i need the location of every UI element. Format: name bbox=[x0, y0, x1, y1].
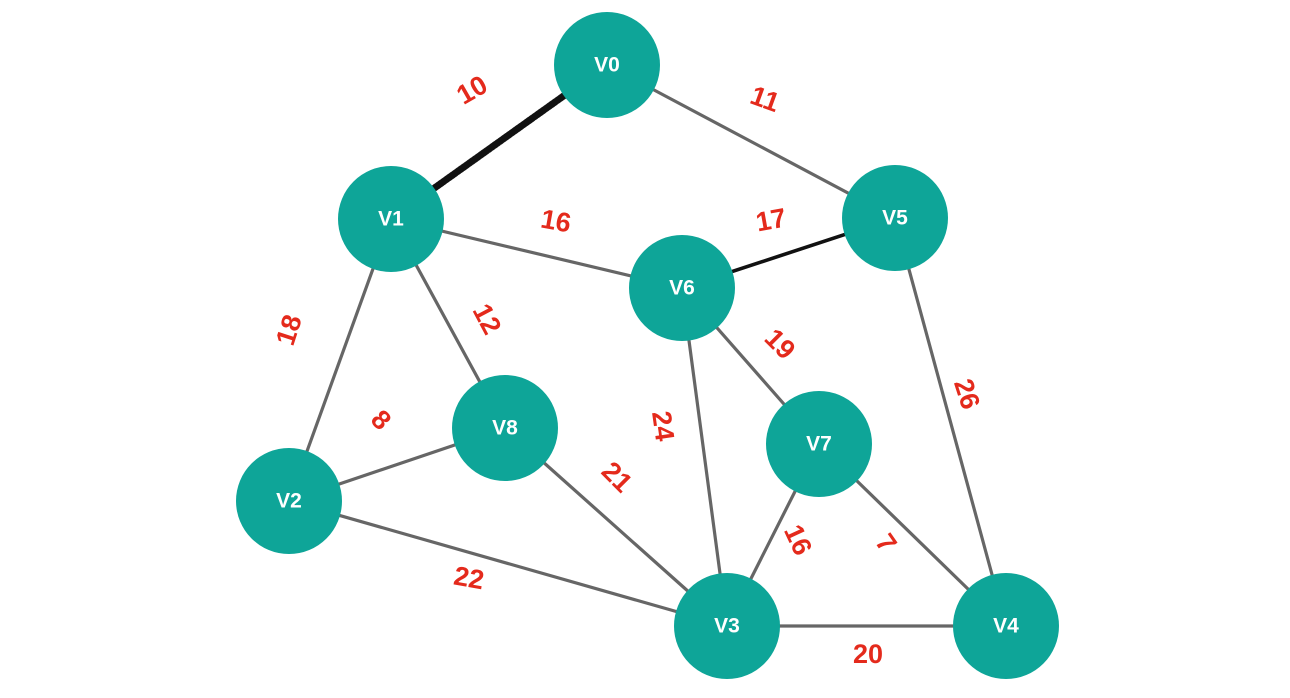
node-v2: V2 bbox=[236, 448, 342, 554]
node-label: V8 bbox=[492, 417, 518, 440]
node-circle bbox=[338, 166, 444, 272]
edge-weight-v8-v3: 21 bbox=[596, 456, 638, 498]
node-v7: V7 bbox=[766, 391, 872, 497]
node-v8: V8 bbox=[452, 375, 558, 481]
node-circle bbox=[953, 573, 1059, 679]
edge-v2-v3 bbox=[287, 499, 729, 628]
node-label: V6 bbox=[669, 277, 695, 300]
edge-weight-v6-v3: 24 bbox=[646, 409, 680, 443]
node-label: V4 bbox=[993, 615, 1019, 638]
node-circle bbox=[674, 573, 780, 679]
node-label: V7 bbox=[806, 433, 832, 456]
node-v4: V4 bbox=[953, 573, 1059, 679]
edge-weight-v1-v2: 18 bbox=[270, 311, 308, 349]
edge-weight-v1-v8: 12 bbox=[467, 299, 508, 340]
node-v0: V0 bbox=[554, 12, 660, 118]
node-circle bbox=[842, 165, 948, 271]
edge-v6-v3 bbox=[680, 286, 729, 628]
edge-weight-v1-v6: 16 bbox=[539, 204, 574, 239]
edge-v0-v5 bbox=[605, 63, 897, 220]
node-circle bbox=[452, 375, 558, 481]
node-v1: V1 bbox=[338, 166, 444, 272]
node-label: V3 bbox=[714, 615, 740, 638]
node-circle bbox=[554, 12, 660, 118]
edge-weight-v7-v3: 16 bbox=[778, 520, 818, 560]
edge-weight-v0-v1: 10 bbox=[451, 69, 492, 110]
edge-weight-v0-v5: 11 bbox=[746, 80, 783, 118]
node-v5: V5 bbox=[842, 165, 948, 271]
node-circle bbox=[766, 391, 872, 497]
node-label: V1 bbox=[378, 208, 404, 231]
edge-weight-v5-v6: 17 bbox=[754, 203, 789, 238]
node-label: V2 bbox=[276, 490, 302, 513]
edge-weight-v6-v7: 19 bbox=[759, 323, 801, 365]
node-circle bbox=[236, 448, 342, 554]
node-label: V5 bbox=[882, 207, 908, 230]
node-circle bbox=[629, 235, 735, 341]
edge-v5-v4 bbox=[893, 216, 1008, 628]
edge-weight-v3-v4: 20 bbox=[853, 639, 883, 669]
edge-weight-v2-v3: 22 bbox=[452, 561, 487, 596]
edge-weight-v2-v8: 8 bbox=[365, 404, 397, 436]
node-v6: V6 bbox=[629, 235, 735, 341]
edge-weight-v7-v4: 7 bbox=[869, 528, 902, 558]
edge-weight-v5-v4: 26 bbox=[948, 375, 986, 413]
node-v3: V3 bbox=[674, 573, 780, 679]
node-label: V0 bbox=[594, 54, 620, 77]
